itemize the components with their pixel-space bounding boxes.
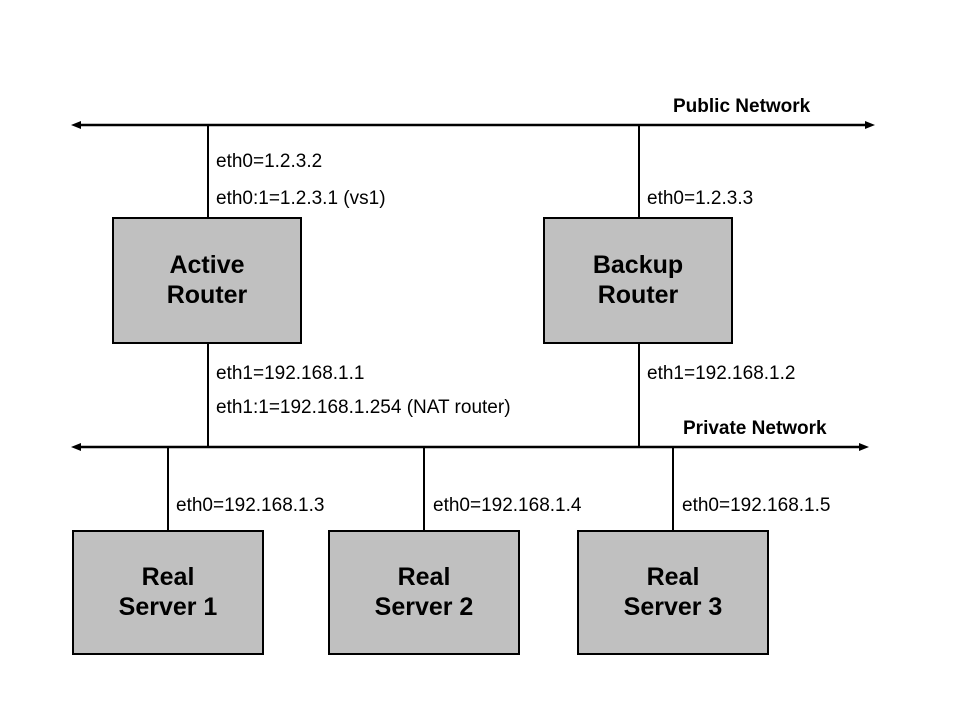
node-real-server-1-line2: Server 1 xyxy=(118,592,218,621)
node-real-server-2[interactable]: Real Server 2 xyxy=(328,530,520,655)
node-backup-router-line2: Router xyxy=(597,280,679,309)
node-active-router-line1: Active xyxy=(169,251,245,279)
node-active-router-line2: Router xyxy=(166,280,248,309)
real-server-1-iface: eth0=192.168.1.3 xyxy=(176,495,325,516)
node-backup-router-line1: Backup xyxy=(592,251,684,279)
node-real-server-3-line2: Server 3 xyxy=(623,592,723,621)
active-router-private-iface-primary: eth1=192.168.1.1 xyxy=(216,363,365,384)
node-real-server-1-line1: Real xyxy=(141,563,195,591)
backup-router-private-iface-primary: eth1=192.168.1.2 xyxy=(647,363,796,384)
real-server-3-iface: eth0=192.168.1.5 xyxy=(682,495,831,516)
node-backup-router[interactable]: Backup Router xyxy=(543,217,733,344)
private-network-label: Private Network xyxy=(683,418,827,439)
node-real-server-2-line2: Server 2 xyxy=(374,592,474,621)
active-router-public-iface-primary: eth0=1.2.3.2 xyxy=(216,151,323,172)
node-real-server-2-line1: Real xyxy=(397,563,451,591)
backup-router-public-iface-primary: eth0=1.2.3.3 xyxy=(647,188,754,209)
node-real-server-3[interactable]: Real Server 3 xyxy=(577,530,769,655)
active-router-private-iface-nat: eth1:1=192.168.1.254 (NAT router) xyxy=(216,397,511,418)
node-real-server-3-line1: Real xyxy=(646,563,700,591)
node-real-server-1[interactable]: Real Server 1 xyxy=(72,530,264,655)
public-network-label: Public Network xyxy=(673,96,811,117)
node-active-router[interactable]: Active Router xyxy=(112,217,302,344)
real-server-2-iface: eth0=192.168.1.4 xyxy=(433,495,582,516)
active-router-public-iface-vip: eth0:1=1.2.3.1 (vs1) xyxy=(216,188,386,209)
